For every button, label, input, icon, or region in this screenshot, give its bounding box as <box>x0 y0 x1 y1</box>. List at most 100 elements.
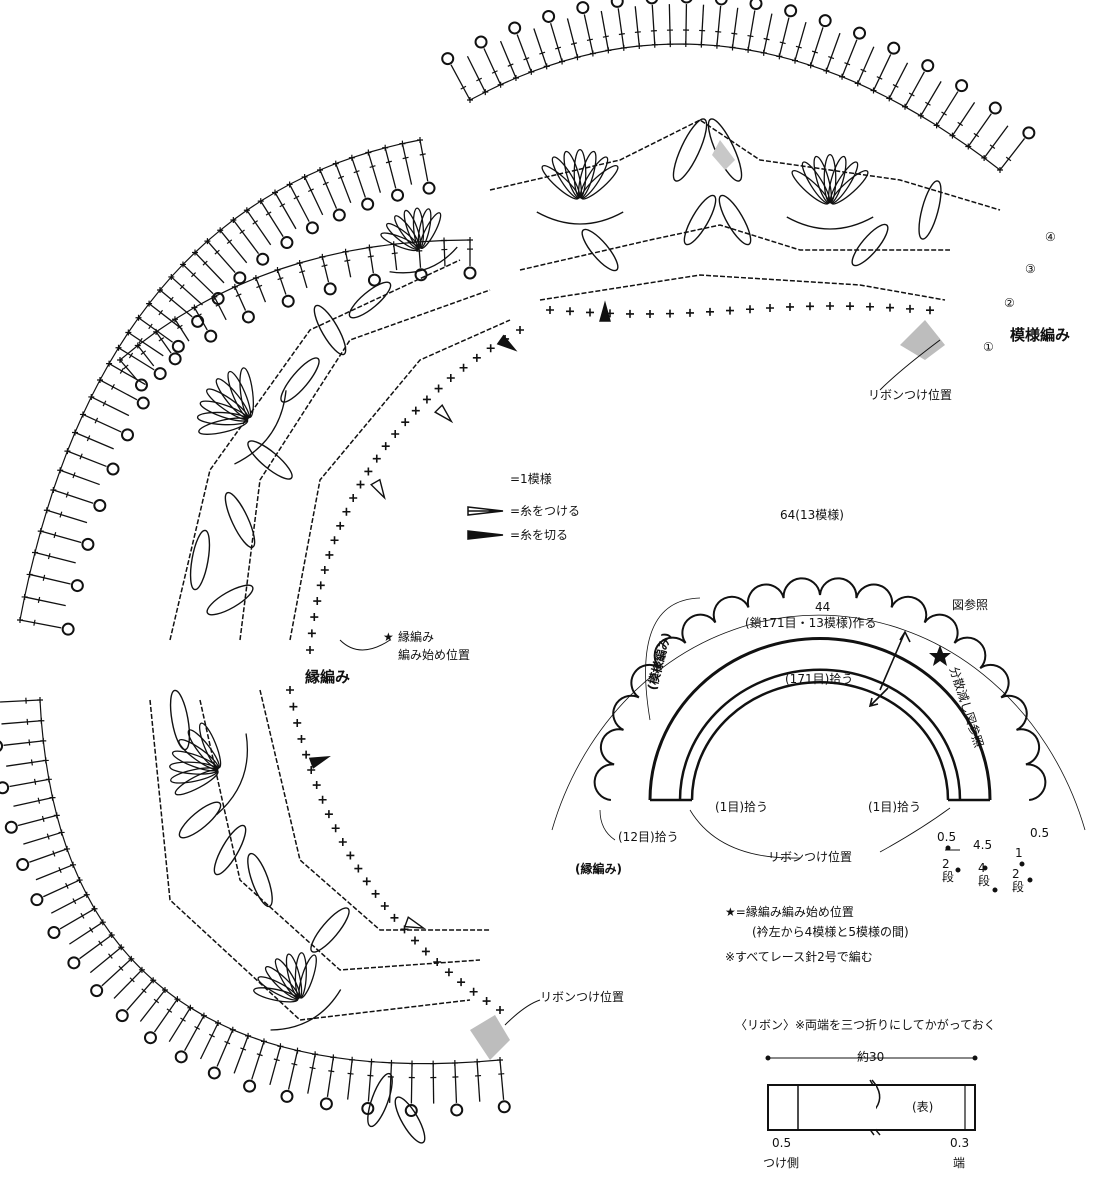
schematic-pick-1-right: (1目)拾う <box>868 800 921 814</box>
top-leaf-5 <box>581 228 619 272</box>
top-base-cross <box>846 302 854 311</box>
legend-symbols <box>467 506 504 540</box>
bottom-base-cross <box>362 877 371 886</box>
bottom-base-cross <box>289 702 298 711</box>
outer-width-arc <box>551 614 1086 831</box>
ribbon-position-upper-marker <box>900 320 945 360</box>
outer-arc-leader <box>645 597 701 721</box>
edging-start-label-1: 縁編み <box>398 630 435 644</box>
top-leaf-0 <box>672 118 708 182</box>
left-base-cross <box>422 395 431 404</box>
left-leaf-0 <box>189 529 211 591</box>
dim-b2-rows: 4段 <box>978 861 991 889</box>
left-base-cross <box>372 454 381 463</box>
left-base-cross <box>486 344 495 353</box>
left-base-cross <box>316 581 325 590</box>
dim-b1-rows: 2段 <box>942 857 955 885</box>
bottom-base-cross <box>324 810 333 819</box>
top-base-cross <box>926 306 934 315</box>
yarn-marker-icon <box>308 756 331 769</box>
dim-b3-rows: 2段 <box>1012 867 1025 895</box>
dimension-dot <box>945 845 951 851</box>
bottom-base-cross <box>390 913 399 922</box>
bottom-base-cross <box>331 824 340 833</box>
left-leaf-3 <box>313 304 347 356</box>
dimension-dot <box>982 865 988 871</box>
top-base-cross <box>826 302 834 311</box>
left-base-cross <box>356 480 365 489</box>
left-base-cross <box>330 536 339 545</box>
left-chain-row-1 <box>169 259 461 641</box>
left-base-cross <box>336 521 345 530</box>
top-fan-flower-left <box>536 148 624 225</box>
top-base-cross <box>646 309 654 318</box>
bottom-base-cross <box>457 978 466 987</box>
left-base-cross <box>313 597 322 606</box>
dim-b2: 4.5 <box>973 838 993 852</box>
left-scallop-band <box>17 137 436 636</box>
bottom-base-cross <box>433 958 442 966</box>
top-base-cross <box>686 308 694 317</box>
row-marker-4: ④ <box>1045 230 1056 244</box>
edging-start-leader <box>339 639 391 651</box>
bottom-leaf-3 <box>310 907 350 953</box>
top-base-cross <box>726 306 734 315</box>
row-marker-1: ① <box>983 340 994 354</box>
bottom-base-cross <box>293 718 302 727</box>
ribbon-left-dim: 0.5 <box>772 1136 792 1150</box>
top-base-cross <box>766 303 774 312</box>
left-base-cross <box>349 494 358 502</box>
schematic-outer-band <box>648 637 992 801</box>
pick-12-leader <box>599 809 616 841</box>
ribbon-lower-leader <box>504 999 541 1026</box>
left-base-cross <box>411 406 420 415</box>
top-base-cross <box>666 309 674 318</box>
top-base-cross <box>626 309 634 318</box>
star-note: ★=縁編み編み始め位置 <box>725 905 854 919</box>
edging-label: 縁編み <box>305 668 351 686</box>
legend-cut-yarn: =糸を切る <box>510 528 569 542</box>
left-base-cross <box>391 430 400 438</box>
bottom-leaf-6 <box>178 801 222 839</box>
top-base-cross <box>806 302 814 311</box>
dim-right-outer: 0.5 <box>1030 826 1050 840</box>
left-base-cross <box>472 353 481 362</box>
bottom-base-cross <box>496 1006 504 1014</box>
needle-note: ※すべてレース針2号で編む <box>725 950 873 964</box>
left-leaf-4 <box>348 281 392 319</box>
top-base-cross <box>786 302 794 311</box>
schematic-scallop-edge <box>593 577 1047 801</box>
ribbon-position-lower-label: リボンつけ位置 <box>540 990 625 1004</box>
ribbon-left-side: つけ側 <box>763 1156 800 1170</box>
dimension-dot <box>955 867 961 873</box>
ribbon-diagram <box>765 1055 978 1136</box>
ribbon-break-gap <box>866 1086 876 1129</box>
top-base-cross <box>706 307 714 316</box>
left-base-cross <box>325 550 334 559</box>
bottom-base-cross <box>302 750 311 759</box>
bottom-base-cross <box>286 686 294 694</box>
bottom-base-cross <box>482 997 491 1006</box>
star-note-sub: (衿左から4模様と5模様の間) <box>752 925 909 939</box>
bottom-base-cross <box>371 889 380 898</box>
bottom-leaf-2 <box>247 852 273 908</box>
left-base-cross <box>310 613 319 622</box>
top-chain-row-2 <box>519 224 950 271</box>
bottom-leaf-4 <box>367 1072 393 1128</box>
top-base-cross <box>906 304 914 313</box>
bottom-fan-flower-lower <box>253 952 342 1031</box>
attach-yarn-icon <box>467 506 504 516</box>
top-leaf-2 <box>683 194 717 246</box>
direction-arrow-icon <box>879 630 911 691</box>
bottom-base-cross <box>318 795 327 804</box>
schematic-pick-1-left: (1目)拾う <box>715 800 768 814</box>
bottom-chain-row-1 <box>149 699 471 1021</box>
schematic-inner-width: 44 <box>815 600 831 614</box>
inner-scallop-band <box>117 237 477 392</box>
left-fan-flower-top <box>380 207 458 274</box>
schematic-outer-width: 64(13模様) <box>780 508 844 522</box>
ribbon-right-side: 端 <box>953 1156 966 1170</box>
ribbon-leader-right <box>879 807 951 853</box>
top-fan-flower-right <box>786 153 874 230</box>
bottom-leaf-5 <box>394 1096 426 1144</box>
